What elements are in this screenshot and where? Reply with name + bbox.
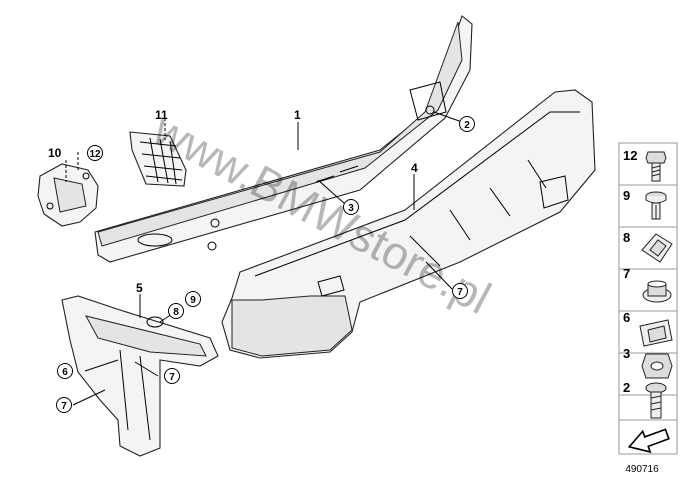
callout-12: 12: [87, 145, 103, 161]
svg-text:7: 7: [169, 372, 175, 383]
direction-arrow-box: [618, 419, 678, 455]
callout-1: 1: [294, 108, 301, 122]
clip-nut-icon: [642, 280, 672, 303]
svg-text:12: 12: [623, 148, 637, 163]
callout-6: 6: [57, 363, 73, 379]
svg-text:1: 1: [294, 108, 301, 122]
callout-7-lower: 7: [56, 397, 72, 413]
svg-text:12: 12: [89, 149, 101, 160]
bumper-bracket: [61, 295, 219, 457]
callout-7-right: 7: [452, 283, 468, 299]
svg-text:2: 2: [623, 380, 630, 395]
svg-text:10: 10: [48, 146, 62, 160]
callout-9: 9: [185, 291, 201, 307]
legend-item-3: 3: [618, 346, 678, 396]
svg-text:9: 9: [190, 295, 196, 306]
callout-3: 3: [343, 199, 359, 215]
callout-8: 8: [168, 303, 184, 319]
svg-text:7: 7: [623, 266, 630, 281]
grille-insert: [129, 131, 187, 187]
callout-10: 10: [48, 146, 62, 160]
svg-text:5: 5: [136, 281, 143, 295]
legend-item-8: 8: [618, 226, 678, 270]
legend-item-9: 9: [618, 184, 678, 228]
bumper-mount: [37, 163, 99, 227]
screw-round-head-icon: [645, 382, 667, 419]
svg-text:2: 2: [464, 120, 470, 131]
callout-7-bracket: 7: [164, 368, 180, 384]
svg-text:9: 9: [623, 188, 630, 203]
svg-text:6: 6: [62, 367, 68, 378]
bolt-hex-icon: [645, 151, 667, 182]
spring-nut-icon: [641, 233, 673, 263]
svg-text:4: 4: [411, 161, 418, 175]
legend-item-7: 7: [618, 266, 678, 312]
svg-text:8: 8: [623, 230, 630, 245]
callout-4: 4: [411, 161, 418, 175]
callout-5: 5: [136, 281, 143, 295]
diagram-number: 490716: [625, 464, 659, 475]
hex-nut-icon: [641, 353, 673, 379]
svg-text:7: 7: [457, 287, 463, 298]
arrow-icon: [627, 428, 670, 454]
svg-text:3: 3: [348, 203, 354, 214]
svg-text:7: 7: [61, 401, 67, 412]
legend-item-6: 6: [618, 310, 678, 354]
bumper-lower-deflector: [221, 89, 596, 359]
leader-lines: [65, 111, 463, 406]
bumper-carrier-beam: [94, 15, 473, 263]
clip-nut-square-icon: [639, 319, 673, 347]
svg-text:3: 3: [623, 346, 630, 361]
callout-11: 11: [155, 108, 168, 122]
svg-text:6: 6: [623, 310, 630, 325]
expanding-rivet-icon: [645, 191, 667, 220]
svg-text:8: 8: [173, 307, 179, 318]
callout-2: 2: [459, 116, 475, 132]
legend-item-12: 12: [618, 142, 678, 186]
fastener-legend: 12 9 8: [618, 142, 678, 455]
svg-text:11: 11: [155, 108, 168, 122]
